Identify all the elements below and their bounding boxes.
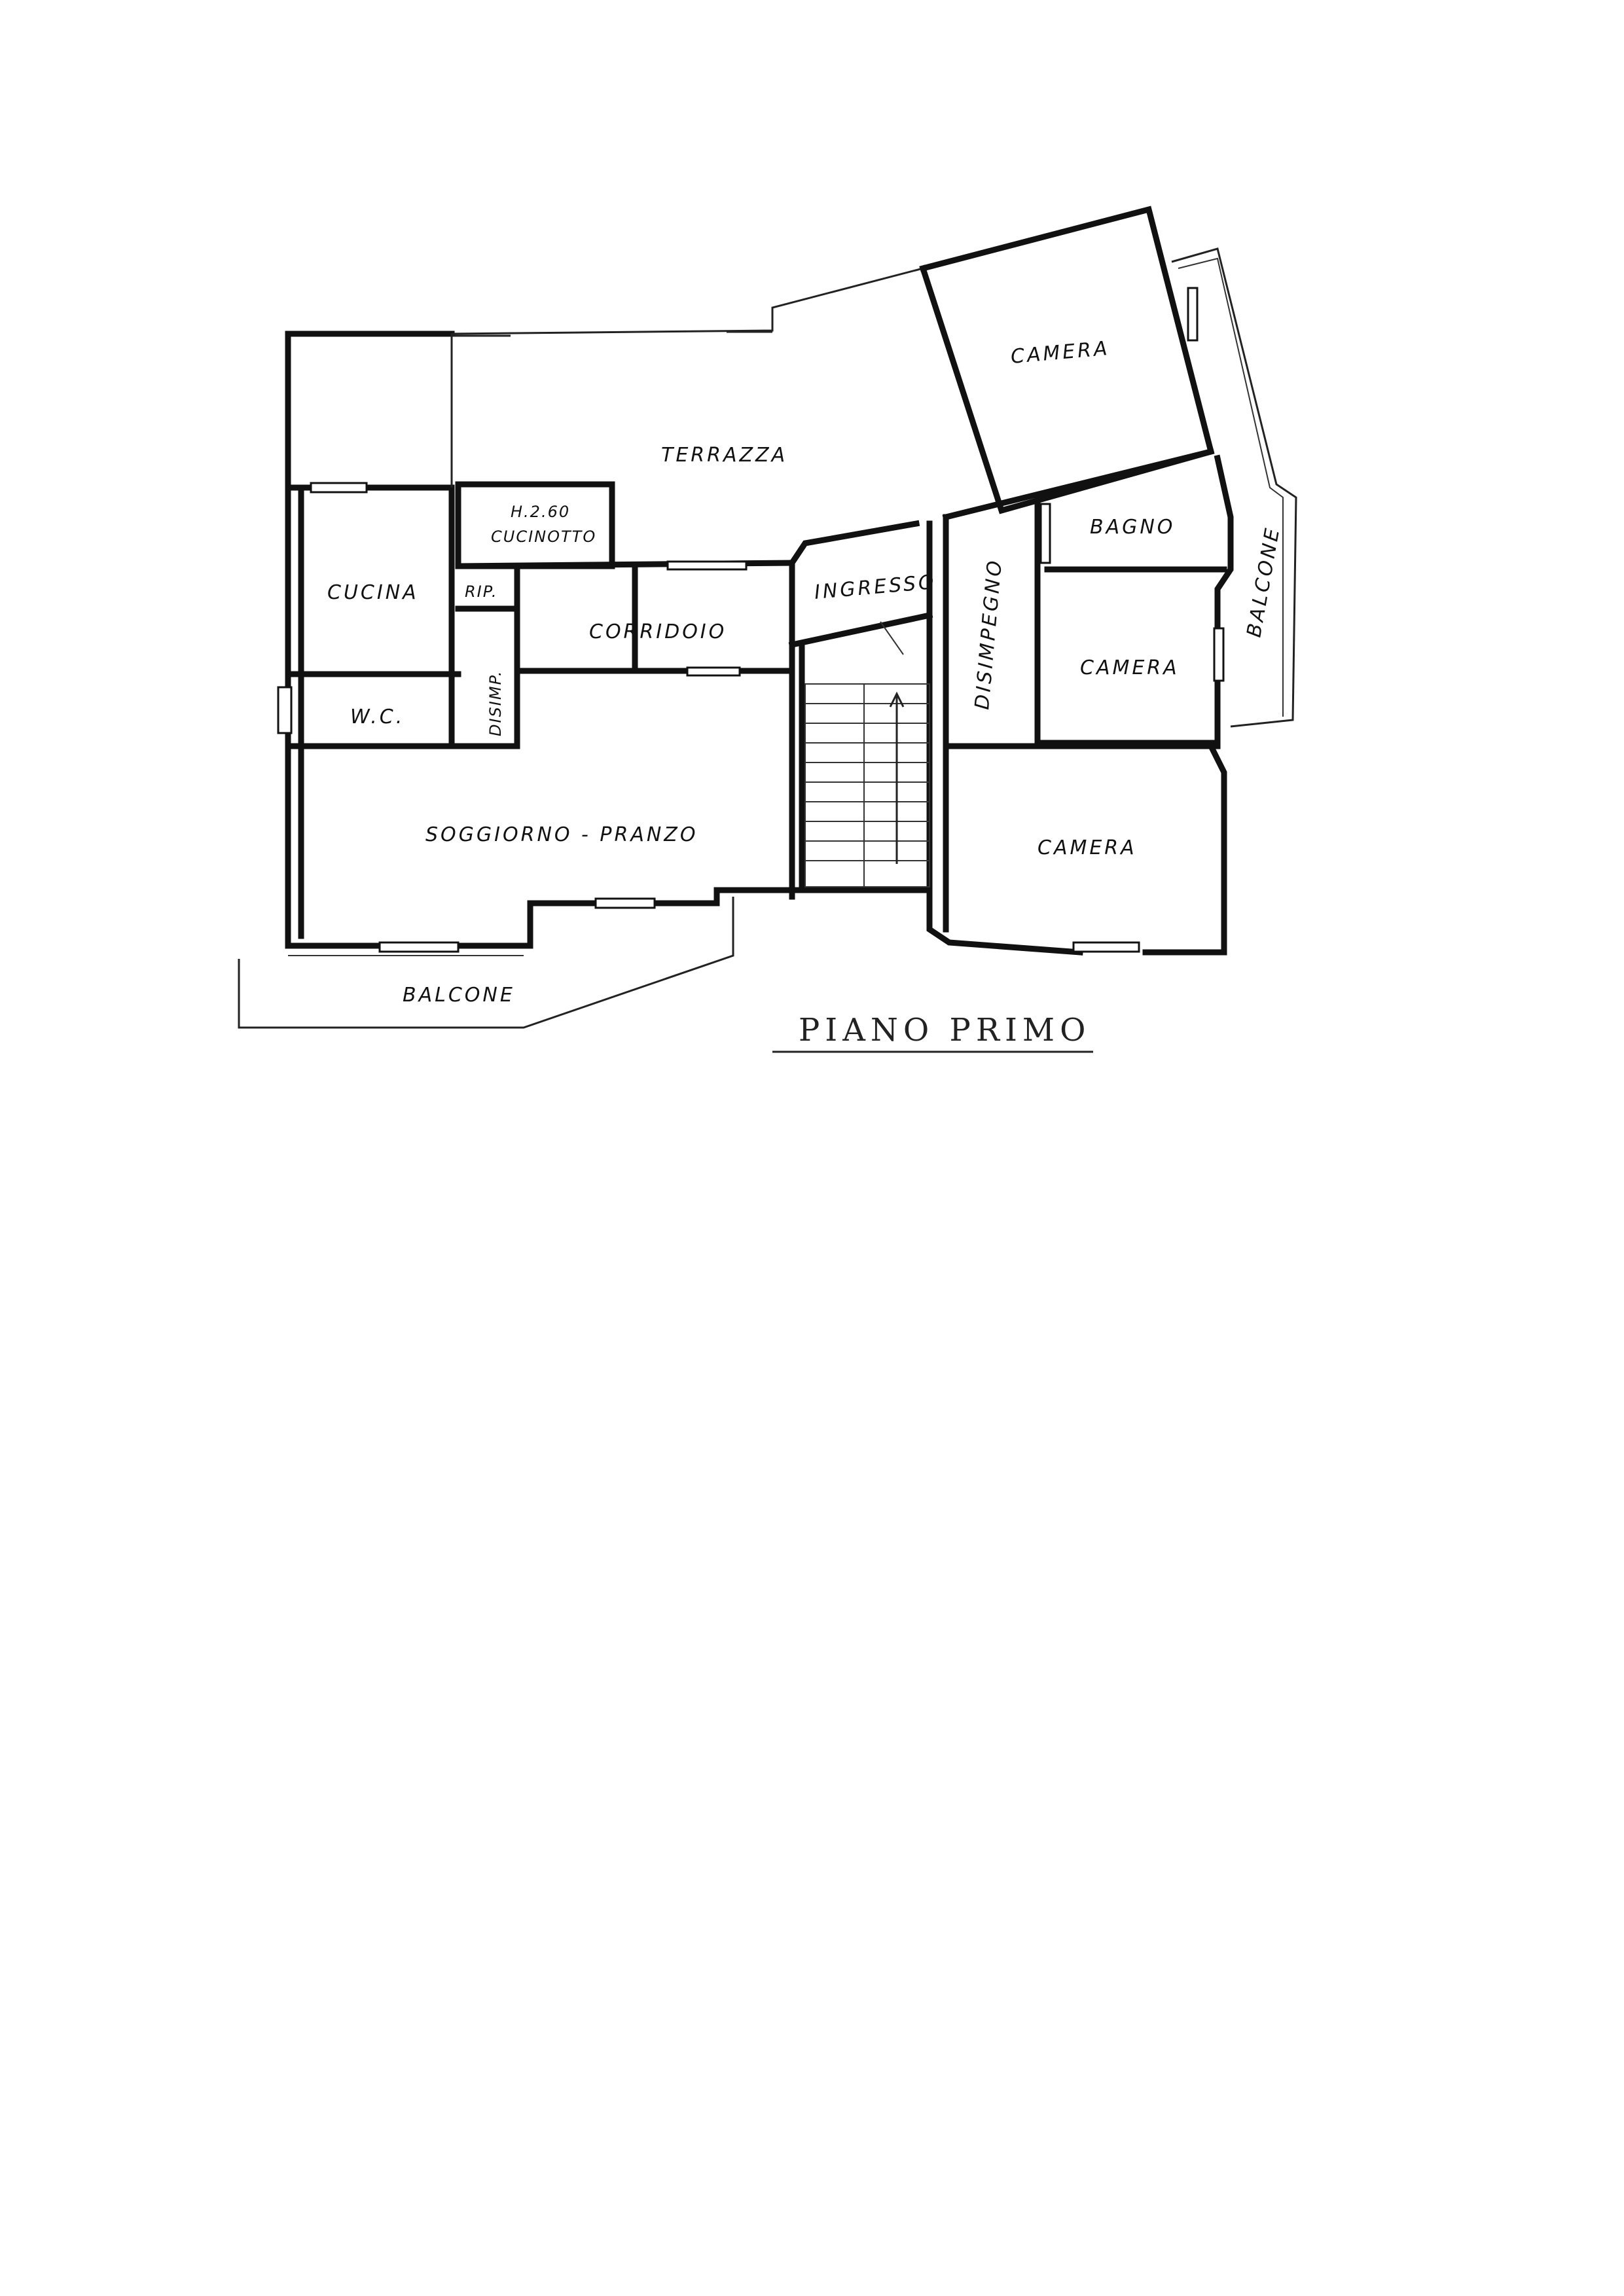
openings: [277, 287, 1225, 953]
label-balcone-right: BALCONE: [1242, 524, 1284, 639]
label-cucinotto: CUCINOTTO: [491, 528, 596, 546]
label-camera-mid: CAMERA: [1080, 656, 1180, 679]
terrazza-outline: [450, 267, 924, 488]
label-camera-top: CAMERA: [1010, 337, 1111, 368]
label-corridoio: CORRIDOIO: [589, 620, 727, 643]
walls-east-wing: [919, 206, 1234, 956]
label-disimpegno: DISIMPEGNO: [971, 557, 1007, 710]
plan-title: PIANO PRIMO: [799, 1012, 1091, 1049]
label-soggiorno: SOGGIORNO - PRANZO: [425, 823, 698, 846]
balcone-bottom-outline: [238, 897, 734, 1029]
label-wc: W.C.: [350, 706, 405, 728]
label-cucina: CUCINA: [327, 581, 419, 604]
label-terrazza: TERRAZZA: [661, 444, 787, 467]
label-camera-bottom: CAMERA: [1038, 836, 1137, 859]
label-bagno: BAGNO: [1090, 516, 1175, 539]
label-disimp: DISIMP.: [486, 670, 505, 736]
label-rip: RIP.: [465, 583, 498, 601]
room-labels: TERRAZZA CAMERA BAGNO BALCONE H.2.60 CUC…: [327, 337, 1285, 1007]
label-balcone-bottom: BALCONE: [403, 984, 515, 1007]
stair: [804, 683, 930, 888]
balcone-right-outline: [1171, 247, 1297, 728]
label-ingresso: INGRESSO: [814, 571, 937, 604]
label-h-note: H.2.60: [511, 503, 570, 521]
